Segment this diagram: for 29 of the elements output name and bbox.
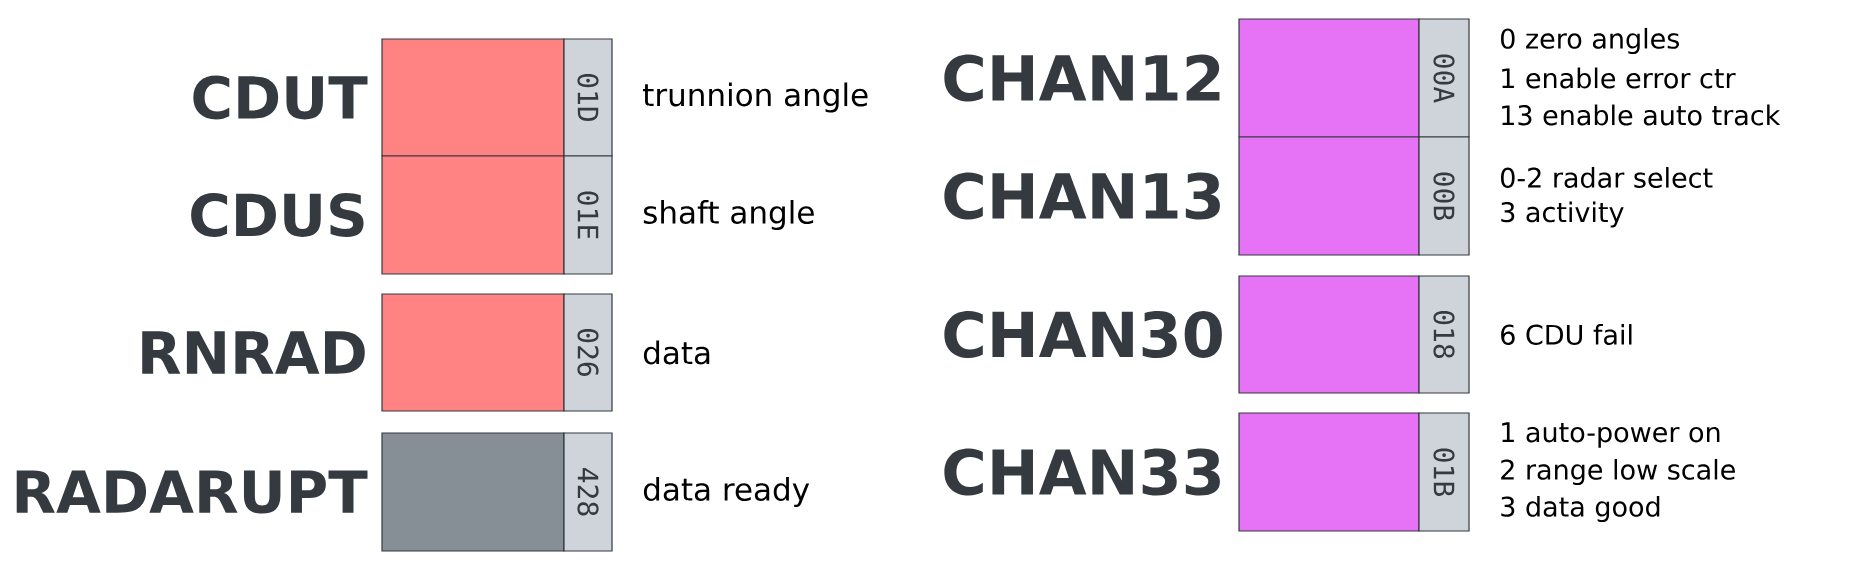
description: data ready: [643, 477, 810, 507]
description: 1 enable error ctr: [1502, 67, 1736, 89]
description: shaft angle: [643, 200, 814, 230]
register-name: CHAN13: [944, 172, 1220, 220]
address-tab: 428: [563, 432, 613, 552]
register-name: RADARUPT: [16, 470, 368, 514]
register-name: CHAN30: [944, 311, 1222, 358]
address-tab: 026: [563, 293, 613, 412]
description: 3 activity: [1501, 201, 1624, 228]
description: 2 range low scale: [1501, 458, 1735, 486]
register-name: CDUT: [193, 75, 368, 120]
register-name: RNRAD: [142, 331, 365, 374]
address-tab: 00A: [1418, 18, 1470, 138]
address-tab: 018: [1418, 275, 1470, 394]
description: 3 data good: [1501, 495, 1660, 523]
description: trunnion angle: [643, 82, 868, 113]
description: 13 enable auto track: [1502, 104, 1781, 126]
description: 1 auto-power on: [1502, 422, 1720, 448]
description: 6 CDU fail: [1501, 324, 1632, 345]
address-tab: 00B: [1418, 136, 1470, 256]
address-tab: 01B: [1418, 412, 1470, 532]
address-tab: 01E: [563, 155, 613, 275]
register-name: CHAN33: [944, 448, 1220, 496]
address-tab: 01D: [563, 38, 613, 157]
description: 0-2 radar select: [1501, 167, 1713, 188]
description: 0 zero angles: [1501, 27, 1679, 55]
register-name: CHAN12: [944, 54, 1220, 102]
description: data: [643, 340, 710, 365]
register-name: CDUS: [191, 193, 364, 237]
